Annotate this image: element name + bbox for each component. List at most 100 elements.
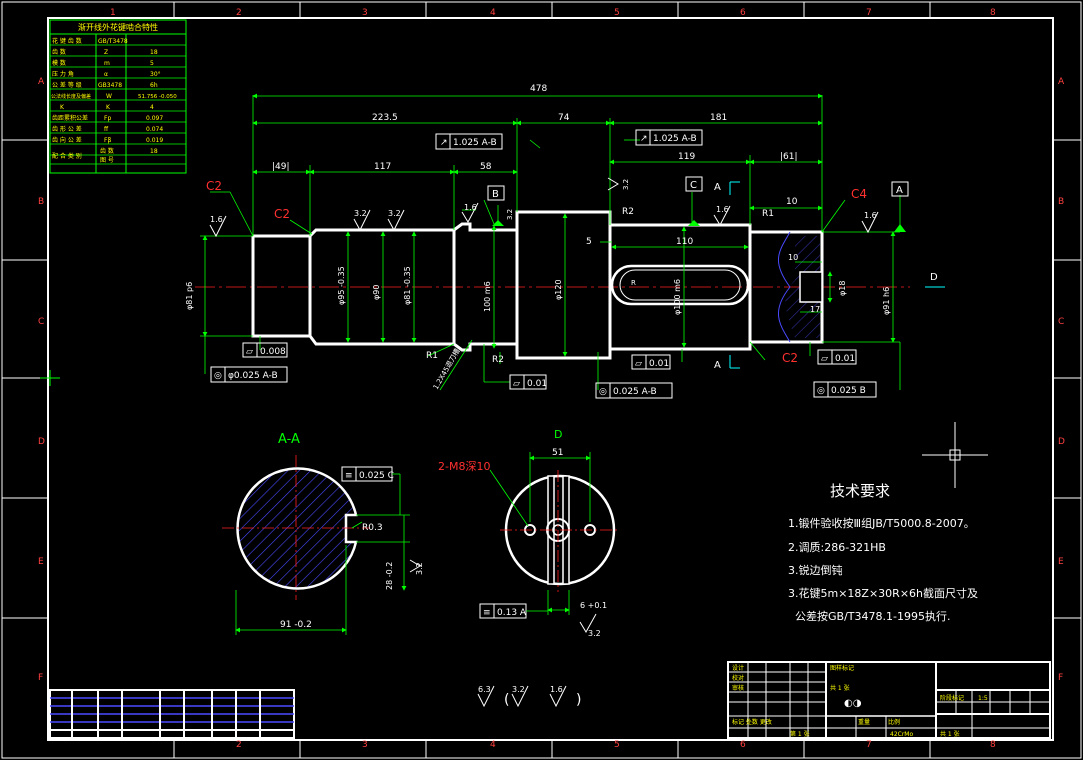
table-cell: 6h (150, 82, 158, 89)
svg-text:≡: ≡ (483, 608, 491, 618)
view-d: D 51 2-M8深10 6 +0.1 3.2 (438, 428, 620, 638)
zone-col-label: 8 (990, 8, 996, 18)
roughness-6-3: 6.3 (478, 685, 491, 694)
inner-frame (47, 17, 1054, 741)
table-cell: 模 数 (52, 59, 66, 67)
tech-req-item: 公差按GB/T3478.1-1995执行. (788, 609, 950, 623)
svg-text:↗: ↗ (640, 134, 648, 144)
spline-table: 渐开线外花键啮合特性 花 键 齿 数 GB/T3478 齿 数 Z 18 模 数… (49, 19, 187, 174)
zone-row-label: E (1058, 557, 1064, 567)
zone-row-label: A (1058, 77, 1065, 87)
zone-row-label: B (1058, 197, 1064, 207)
title-block-sheet: 共 1 张 (940, 730, 960, 738)
roughness-3-2: 3.2 (354, 209, 367, 218)
table-cell: m (104, 60, 110, 67)
gdt-symmetry-2: 0.13 A (497, 608, 527, 618)
dim-right-length: 181 (710, 113, 727, 123)
roughness-3-2: 3.2 (622, 179, 630, 190)
dim-10: 10 (786, 197, 798, 207)
view-d-roughness: 3.2 (588, 629, 601, 638)
dim-dia95: φ95 -0.35 (337, 266, 346, 305)
section-aa-title: A-A (278, 432, 300, 447)
table-cell: 公 差 等 级 (52, 81, 82, 89)
dim-left-length: 223.5 (372, 113, 398, 123)
section-aa-depth: 28 -0.2 (385, 562, 394, 590)
svg-text:设计: 设计 (732, 664, 744, 672)
section-aa-radius: R0.3 (362, 523, 383, 533)
svg-text:审核: 审核 (732, 684, 744, 692)
roughness-3-2: 3.2 (388, 209, 401, 218)
view-d-width: 51 (552, 448, 563, 458)
tech-req-item: 3.锐边倒钝 (788, 563, 843, 577)
zone-row-label: B (38, 197, 44, 207)
dim-overall-length: 478 (530, 84, 547, 94)
table-cell: 18 (150, 49, 158, 56)
dim-dia90: φ90 (372, 285, 381, 300)
gdt-flatness-2: 0.01 (527, 379, 547, 389)
dim-49: |49| (272, 162, 290, 172)
table-cell: 花 键 齿 数 (52, 37, 82, 45)
table-cell: α (104, 71, 108, 78)
dim-dia120: φ120 (554, 279, 563, 300)
dim-r1a: R1 (426, 351, 438, 361)
chamfer-c4: C4 (851, 187, 867, 201)
svg-text:图样标记: 图样标记 (830, 664, 854, 672)
zone-col-label: 7 (866, 740, 872, 750)
svg-text:(: ( (504, 692, 509, 708)
center-hole (777, 231, 823, 343)
svg-text:): ) (576, 692, 581, 708)
dim-slot-r: R (631, 279, 636, 287)
zone-row-label: C (38, 317, 44, 327)
dim-dia81: φ81 p6 (185, 282, 194, 310)
dim-dia91: φ91 h6 (882, 287, 891, 315)
title-block-scale: 1:5 (978, 695, 988, 702)
chamfer-c2-right: C2 (782, 351, 798, 365)
table-cell: Fp (104, 115, 111, 122)
zone-col-label: 2 (236, 8, 242, 18)
table-cell: Fβ (104, 137, 111, 144)
general-roughness: 6.3 ( 3.2 1.6 ) (477, 685, 581, 708)
table-cell: 0.074 (146, 126, 163, 133)
svg-text:▱: ▱ (635, 359, 642, 369)
table-cell: GB3478 (98, 82, 122, 89)
zone-row-label: F (1058, 673, 1063, 683)
section-aa-width: 91 -0.2 (280, 620, 312, 630)
table-cell: 齿 形 公 差 (52, 125, 82, 133)
zone-col-label: 3 (362, 740, 368, 750)
zone-col-label: 1 (110, 8, 116, 18)
zone-col-label: 8 (990, 740, 996, 750)
view-d-label: D (930, 272, 938, 283)
zone-col-label: 3 (362, 8, 368, 18)
svg-text:▱: ▱ (246, 347, 253, 357)
svg-text:▱: ▱ (821, 354, 828, 364)
table-cell: 18 (150, 148, 158, 155)
table-cell: 齿 向 公 差 (52, 136, 82, 144)
datum-a: A (896, 185, 903, 196)
dim-5: 5 (586, 237, 592, 247)
gdt-runout-right: 1.025 A-B (653, 134, 697, 144)
datum-b: B (492, 189, 499, 200)
table-cell: ff (104, 126, 109, 133)
view-d-dim: 6 +0.1 (580, 601, 607, 610)
svg-text:◐◑: ◐◑ (844, 698, 862, 709)
roughness-1-6: 1.6 (550, 685, 563, 694)
svg-text:比例: 比例 (888, 718, 900, 726)
chamfer-c2-second: C2 (274, 207, 290, 221)
svg-text:重量: 重量 (858, 718, 870, 726)
section-mark-a-top: A (714, 182, 721, 193)
dim-mid-length: 74 (558, 113, 570, 123)
technical-requirements: 技术要求 1.锻件验收按Ⅲ组JB/T5000.8-2007。 2.调质:286-… (788, 482, 978, 623)
view-d-holes: 2-M8深10 (438, 460, 490, 473)
title-block-material: 42CrMo (890, 731, 913, 738)
table-cell: 51.756 -0.050 (138, 94, 177, 100)
zone-col-label: 5 (614, 8, 620, 18)
table-cell: GB/T3478 (98, 38, 128, 45)
table-cell: 公法线长度及偏差 (51, 93, 91, 100)
dim-10b: 10 (788, 253, 798, 262)
table-cell: 压 力 角 (52, 70, 74, 78)
table-cell: K (106, 104, 111, 111)
table-cell: 30° (150, 71, 161, 78)
roughness-3-2: 3.2 (506, 209, 514, 220)
